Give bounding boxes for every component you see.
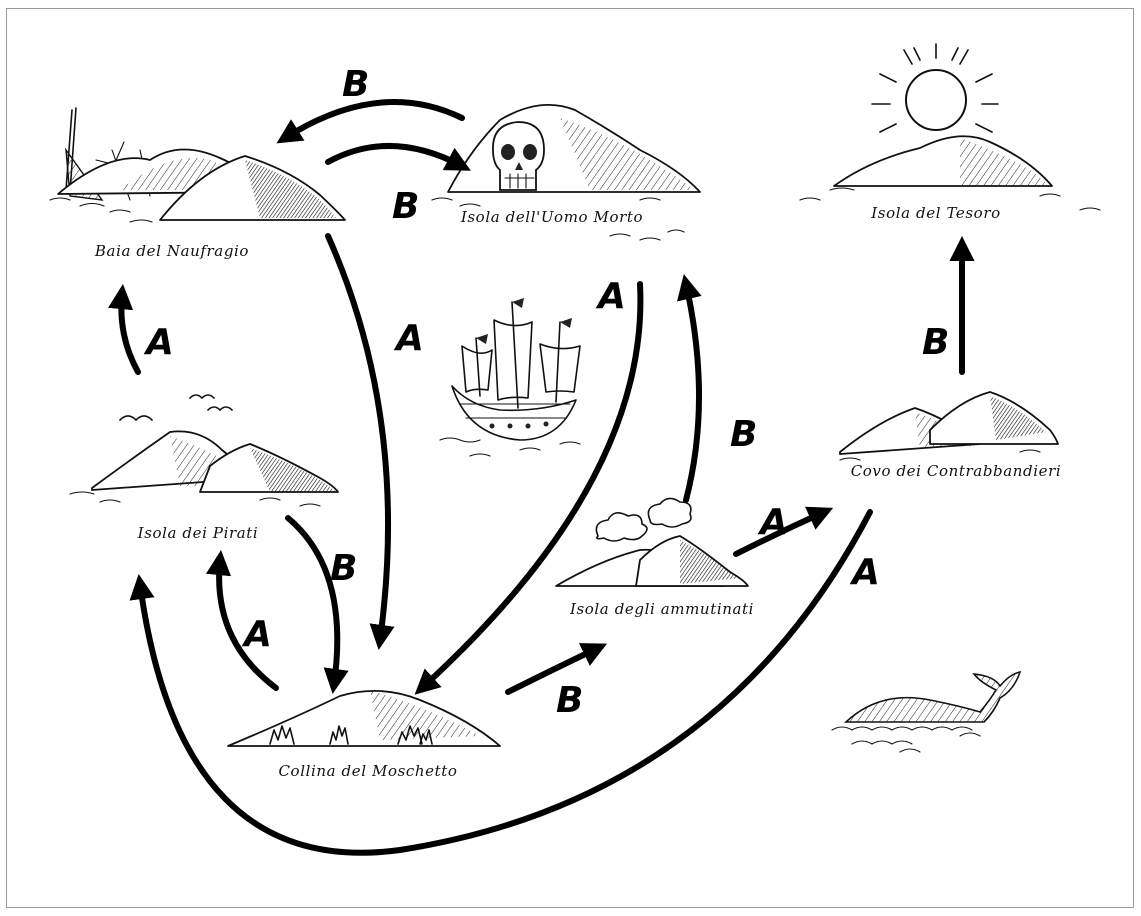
arrow-baia-naufragio-to-moschetto [325, 233, 395, 650]
arrow-uomo-morto-to-moschetto [414, 281, 644, 695]
sun-icon [871, 43, 999, 133]
whale-tail-icon [831, 670, 1022, 753]
island-collina-del-moschetto: Collina del Moschetto [227, 689, 501, 780]
island-isola-degli-ammutinati: Isola degli ammutinati [555, 497, 754, 618]
arrow-uomo-morto-to-baia-naufragio [276, 99, 465, 144]
shrubs-icon [269, 725, 433, 745]
island-label-isola-del-tesoro: Isola del Tesoro [870, 204, 1000, 222]
arrow-moschetto-to-ammutinati [505, 643, 608, 695]
island-label-isola-degli-ammutinati: Isola degli ammutinati [569, 600, 754, 618]
arrow-pirati-to-moschetto [285, 515, 349, 694]
edge-label-contrabbandieri-to-tesoro: B [922, 322, 949, 363]
edge-label-pirati-to-moschetto: B [330, 548, 357, 589]
island-baia-del-naufragio: Baia del Naufragio [49, 107, 346, 260]
transition-labels: B B A A B A A B A B A B [143, 64, 949, 721]
edge-label-moschetto-to-ammutinati: B [556, 680, 583, 721]
sailing-ship-icon [439, 298, 581, 457]
island-label-collina-del-moschetto: Collina del Moschetto [278, 762, 457, 780]
arrow-contrabbandieri-to-pirati [129, 509, 873, 856]
skull-icon [492, 121, 545, 191]
edge-label-naufragio-to-moschetto: A [393, 318, 424, 359]
island-covo-dei-contrabbandieri: Covo dei Contrabbandieri [839, 391, 1062, 480]
island-label-isola-delluomo-morto: Isola dell'Uomo Morto [460, 208, 643, 226]
transition-arrows [108, 99, 975, 856]
island-label-covo-dei-contrabbandieri: Covo dei Contrabbandieri [851, 462, 1062, 480]
clouds-icon [595, 497, 692, 542]
island-isola-delluomo-morto: Isola dell'Uomo Morto [431, 103, 701, 241]
edge-label-moschetto-to-pirati: A [241, 614, 272, 655]
seagulls-icon [119, 394, 233, 421]
edge-label-uomo-to-moschetto: A [595, 276, 626, 317]
arrow-pirati-to-baia-naufragio [108, 283, 141, 375]
island-label-baia-del-naufragio: Baia del Naufragio [94, 242, 249, 260]
edge-label-contrabbandieri-to-pirati: A [849, 552, 880, 593]
arrow-ammutinati-to-contrabbandieri [733, 506, 834, 557]
edge-label-naufragio-to-uomo: B [392, 186, 419, 227]
island-isola-dei-pirati: Isola dei Pirati [69, 394, 339, 542]
arrow-ammutinati-to-uomo-morto [677, 274, 702, 503]
edge-label-ammutinati-to-uomo: B [730, 414, 757, 455]
edge-label-uomo-to-naufragio: B [342, 64, 369, 105]
edge-label-ammutinati-to-contrabbandieri: A [757, 502, 788, 543]
edge-label-pirati-to-naufragio: A [143, 322, 174, 363]
arrow-moschetto-to-pirati [205, 549, 279, 691]
arrow-baia-naufragio-to-uomo-morto [325, 142, 471, 171]
island-isola-del-tesoro: Isola del Tesoro [799, 43, 1101, 222]
island-label-isola-dei-pirati: Isola dei Pirati [137, 524, 259, 542]
